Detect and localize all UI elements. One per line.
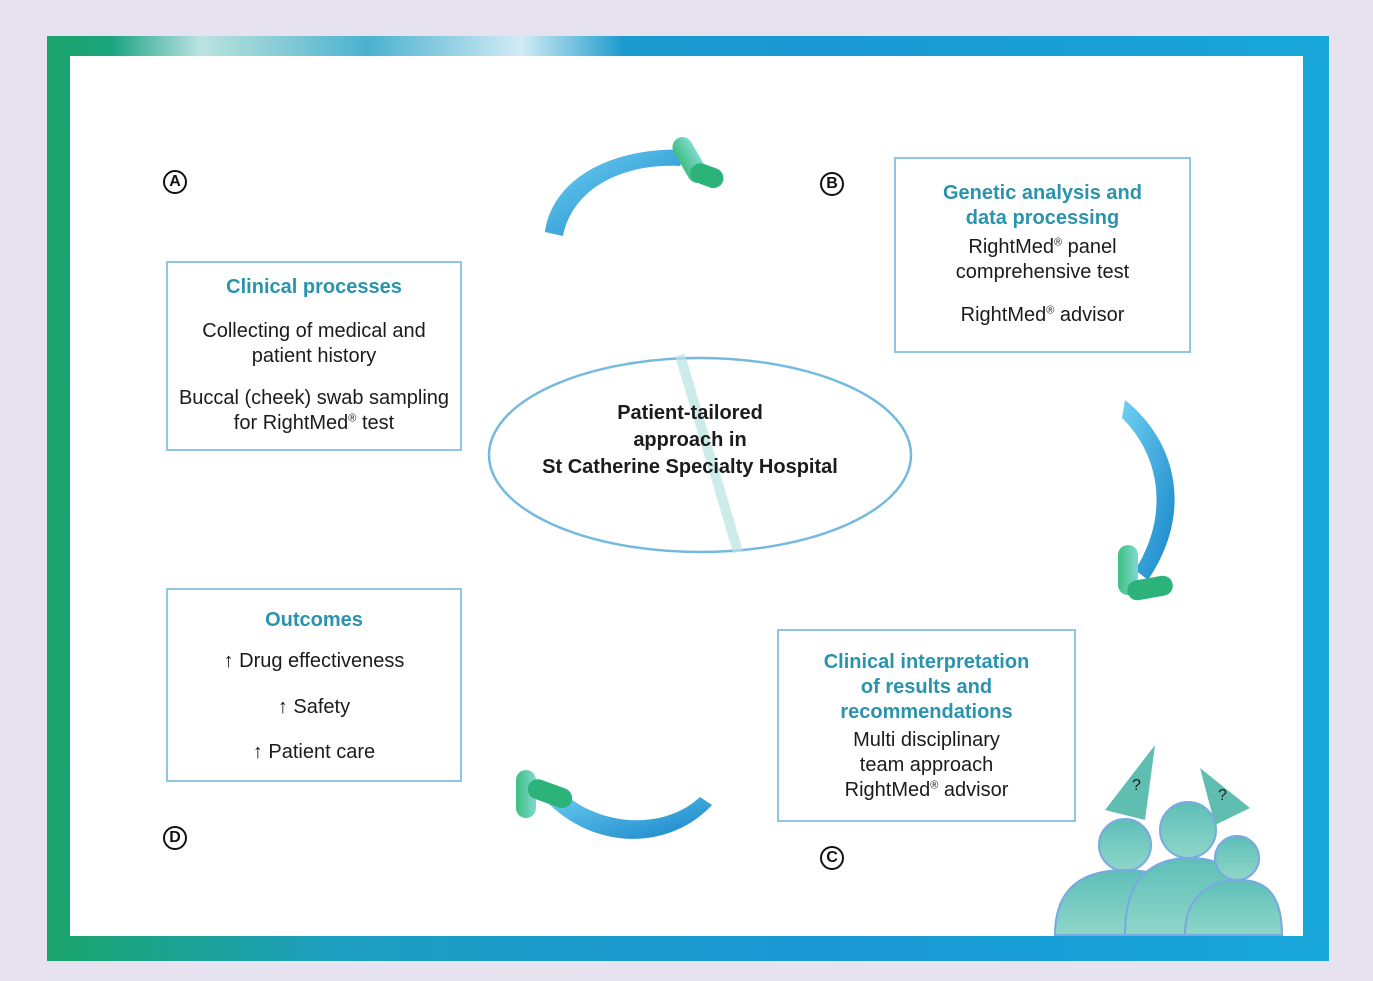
label-d: D — [163, 826, 187, 850]
question-mark-2: ? — [1218, 787, 1227, 804]
genetic-line-1: RightMed® panel — [968, 236, 1117, 258]
outcome-patient-care: ↑ Patient care — [252, 741, 376, 763]
genetic-line-2: comprehensive test — [955, 261, 1130, 283]
arrow-b-to-c — [1118, 400, 1175, 601]
genetic-title-2: data processing — [965, 207, 1120, 229]
interpretation-title-3: recommendations — [840, 701, 1013, 723]
clinical-line-2: patient history — [251, 345, 377, 367]
center-line-2: approach in — [633, 429, 747, 451]
outcome-safety: ↑ Safety — [277, 696, 351, 718]
clinical-line-1: Collecting of medical and — [202, 320, 426, 342]
interpretation-title-2: of results and — [860, 676, 993, 698]
genetic-line-3: RightMed® advisor — [960, 304, 1125, 326]
genetic-title-1: Genetic analysis and — [943, 182, 1142, 204]
center-ellipse — [487, 353, 913, 554]
question-mark-1: ? — [1132, 777, 1141, 794]
clinical-processes-box: Clinical processes Collecting of medical… — [166, 261, 462, 451]
interpretation-line-1: Multi disciplinary — [853, 729, 1000, 751]
people-group-icon: ? ? — [1053, 745, 1284, 936]
label-c: C — [820, 846, 844, 870]
genetic-analysis-box: Genetic analysis and data processing Rig… — [894, 157, 1191, 353]
center-line-3: St Catherine Specialty Hospital — [542, 456, 838, 478]
interpretation-title-1: Clinical interpretation — [823, 651, 1030, 673]
center-label: Patient-tailored approach in St Catherin… — [490, 400, 890, 481]
label-a: A — [163, 170, 187, 194]
clinical-line-4: for RightMed® test — [233, 412, 395, 434]
outcomes-title: Outcomes — [265, 609, 363, 631]
label-b: B — [820, 172, 844, 196]
interpretation-line-2: team approach — [859, 754, 994, 776]
clinical-processes-title: Clinical processes — [226, 276, 402, 298]
arrow-a-to-b — [545, 137, 724, 236]
clinical-line-3: Buccal (cheek) swab sampling — [178, 387, 450, 409]
interpretation-line-3: RightMed® advisor — [844, 779, 1009, 801]
outcome-drug-effectiveness: ↑ Drug effectiveness — [223, 650, 405, 672]
outcomes-box: Outcomes ↑ Drug effectiveness ↑ Safety ↑… — [166, 588, 462, 782]
arrow-c-to-d — [516, 770, 712, 839]
clinical-interpretation-box: Clinical interpretation of results and r… — [777, 629, 1076, 822]
center-line-1: Patient-tailored — [617, 402, 763, 424]
